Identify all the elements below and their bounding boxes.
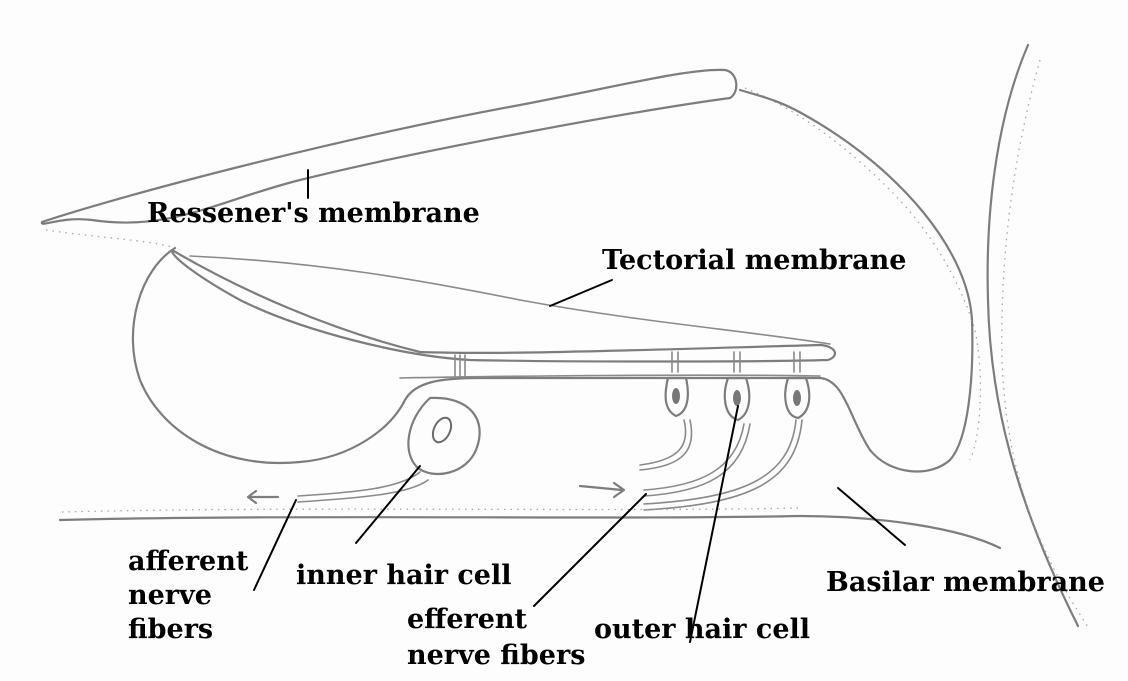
leader-efferent — [534, 494, 646, 606]
efferent-arrow — [580, 483, 624, 497]
basilar-membrane-line — [60, 516, 1000, 548]
afferent-arrow — [248, 491, 278, 503]
label-efferent-line2: nerve fibers — [407, 638, 585, 674]
label-efferent-nerve-fibers: efferent nerve fibers — [407, 602, 585, 674]
spiral-ligament-fuzz — [1002, 60, 1090, 630]
label-afferent-line1: afferent — [128, 545, 248, 579]
spiral-ligament-curve — [988, 45, 1078, 626]
leader-afferent — [254, 500, 296, 590]
label-efferent-line1: efferent — [407, 602, 585, 638]
inner-hair-cell-body — [408, 398, 479, 474]
basilar-membrane-fuzz — [62, 508, 800, 512]
label-ressener-membrane: Ressener's membrane — [147, 199, 480, 229]
leader-tectorial — [550, 280, 612, 306]
inner-hair-cell-nucleus — [429, 415, 454, 445]
label-outer-hair-cell: outer hair cell — [594, 615, 810, 645]
cochlear-duct-wall — [133, 90, 972, 471]
label-afferent-line3: fibers — [128, 613, 248, 647]
label-afferent-line2: nerve — [128, 579, 248, 613]
leader-outer — [690, 406, 738, 642]
label-inner-hair-cell: inner hair cell — [296, 561, 511, 591]
label-tectorial-membrane: Tectorial membrane — [602, 246, 906, 276]
label-afferent-nerve-fibers: afferent nerve fibers — [128, 545, 248, 647]
leader-inner — [356, 466, 420, 543]
label-basilar-membrane: Basilar membrane — [826, 568, 1105, 598]
